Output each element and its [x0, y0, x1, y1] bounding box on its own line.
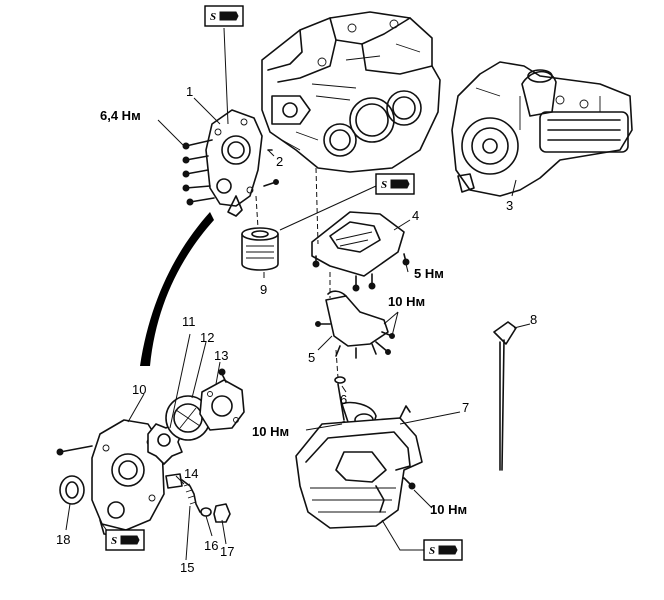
outer-rotor	[165, 395, 211, 441]
part-labels: 1 2 3 4 5 6 7 8 9 10 11 12 13 14 15 16 1…	[56, 84, 537, 575]
label-16: 16	[204, 538, 218, 553]
label-10: 10	[132, 382, 146, 397]
label-13: 13	[214, 348, 228, 363]
torque-strainer: 10 Нм	[388, 294, 425, 309]
leader-lines	[65, 27, 531, 561]
label-1: 1	[186, 84, 193, 99]
relief-valve-parts	[165, 473, 231, 523]
label-4: 4	[412, 208, 419, 223]
svg-text:S: S	[429, 545, 435, 557]
label-2: 2	[276, 154, 283, 169]
alignment-dashed-lines	[255, 167, 339, 379]
label-6: 6	[340, 392, 347, 407]
torque-pan: 10 Нм	[430, 502, 467, 517]
oil-pump-upper	[182, 109, 279, 217]
oil-strainer	[315, 290, 395, 359]
torque-pump-bolts: 6,4 Нм	[100, 108, 141, 123]
dipstick	[493, 321, 517, 471]
baffle-plate	[311, 211, 410, 292]
oil-seal	[59, 475, 85, 505]
torque-baffle: 5 Нм	[414, 266, 444, 281]
label-15: 15	[180, 560, 194, 575]
label-11: 11	[182, 314, 196, 329]
label-18: 18	[56, 532, 70, 547]
engine-block	[261, 11, 441, 173]
pump-cover	[199, 368, 245, 431]
cylinder-head	[451, 61, 633, 197]
label-17: 17	[220, 544, 234, 559]
sealant-symbol-pump: S	[105, 529, 145, 551]
sealant-symbol-filter: S	[375, 173, 415, 195]
sealant-symbol-top: S	[204, 5, 244, 27]
label-9: 9	[260, 282, 267, 297]
svg-text:S: S	[210, 11, 216, 23]
relocation-arrow	[140, 212, 214, 366]
label-7: 7	[462, 400, 469, 415]
label-5: 5	[308, 350, 315, 365]
label-12: 12	[200, 330, 214, 345]
torque-pickup: 10 Нм	[252, 424, 289, 439]
svg-text:S: S	[381, 179, 387, 191]
oil-pump-housing	[56, 419, 165, 537]
pump-bolts	[182, 139, 279, 206]
label-8: 8	[530, 312, 537, 327]
label-3: 3	[506, 198, 513, 213]
svg-text:S: S	[111, 535, 117, 547]
oil-filter	[241, 227, 279, 271]
oil-pan	[295, 405, 423, 529]
label-14: 14	[184, 466, 198, 481]
sealant-symbol-pan: S	[423, 539, 463, 561]
torque-labels: 6,4 Нм 5 Нм 10 Нм 10 Нм 10 Нм	[100, 108, 467, 517]
